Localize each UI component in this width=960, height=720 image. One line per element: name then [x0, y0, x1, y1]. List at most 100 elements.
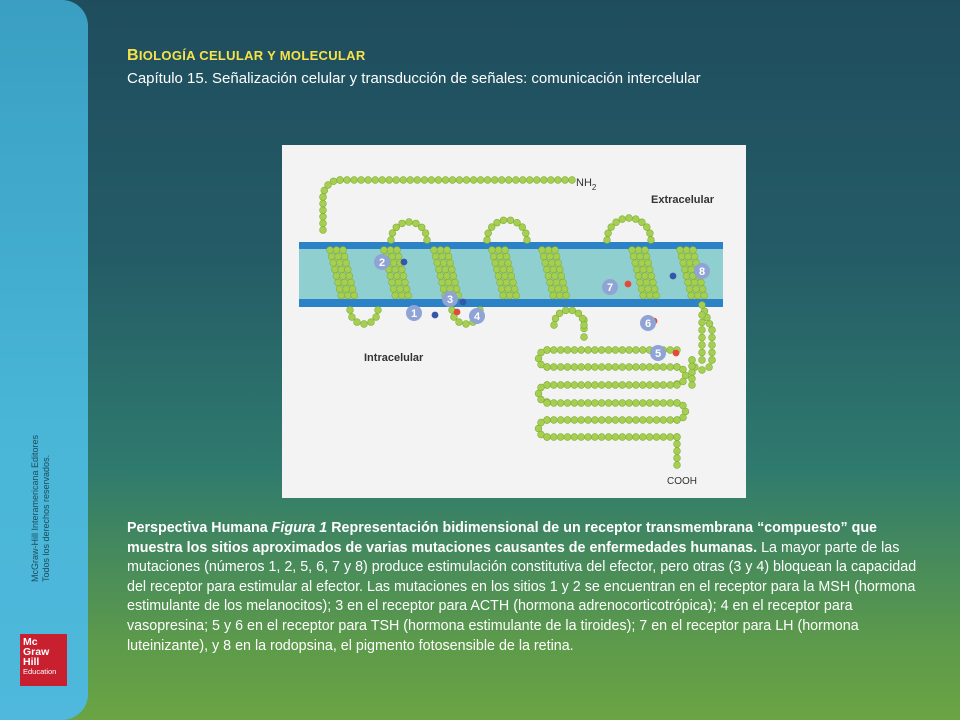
amino-acid-bead	[666, 416, 674, 424]
amino-acid-bead	[353, 318, 361, 326]
amino-acid-bead	[645, 381, 654, 389]
amino-acid-bead	[394, 278, 403, 287]
amino-acid-bead	[436, 246, 445, 254]
amino-acid-bead	[577, 433, 585, 441]
title-initial: B	[127, 47, 139, 64]
amino-acid-bead	[406, 176, 415, 184]
caption-text: La mayor parte de las mutaciones (número…	[127, 539, 917, 654]
amino-acid-bead	[652, 381, 661, 389]
amino-acid-bead	[633, 265, 641, 274]
publisher-line1: McGraw-Hill Interamericana Editores	[30, 434, 40, 582]
amino-acid-bead	[334, 252, 342, 261]
amino-acid-bead	[644, 259, 652, 267]
amino-acid-bead	[498, 259, 506, 267]
amino-acid-bead	[584, 433, 592, 441]
amino-acid-bead	[557, 272, 566, 280]
amino-acid-bead	[388, 278, 396, 287]
amino-acid-bead	[499, 291, 507, 300]
amino-acid-bead	[673, 447, 681, 455]
mutation-marker: 3	[442, 291, 458, 307]
amino-acid-bead	[550, 381, 558, 389]
amino-acid-bead	[591, 416, 599, 424]
cooh-label: COOH	[667, 476, 697, 487]
mutation-site-dot	[453, 308, 461, 316]
amino-acid-bead	[673, 433, 681, 441]
page-subtitle: Capítulo 15. Señalización celular y tran…	[127, 70, 701, 87]
amino-acid-bead	[449, 272, 458, 280]
amino-acid-bead	[386, 272, 395, 280]
amino-acid-bead	[396, 285, 404, 293]
amino-acid-bead	[340, 252, 349, 261]
amino-acid-bead	[642, 252, 651, 261]
amino-acid-bead	[342, 285, 350, 293]
amino-acid-bead	[578, 314, 587, 323]
amino-acid-bead	[506, 291, 514, 300]
amino-acid-bead	[489, 252, 498, 261]
extracelular-label: Extracelular	[651, 194, 715, 206]
caption-bold-2: Representación bidimensional de un recep…	[127, 520, 878, 556]
amino-acid-bead	[550, 416, 558, 424]
amino-acid-bead	[476, 176, 485, 184]
amino-acid-bead	[392, 176, 400, 184]
amino-acid-bead	[549, 291, 557, 300]
amino-acid-bead	[501, 246, 509, 254]
amino-acid-bead	[389, 285, 398, 293]
amino-acid-bead	[401, 278, 409, 287]
amino-acid-bead	[652, 399, 661, 407]
caption-figure-ref: Figura 1	[271, 520, 328, 536]
amino-acid-bead	[607, 223, 615, 231]
amino-acid-bead	[441, 265, 450, 274]
amino-acid-bead	[666, 381, 674, 389]
amino-acid-bead	[694, 291, 702, 300]
amino-acid-bead	[563, 381, 572, 389]
mutation-marker: 4	[469, 308, 485, 324]
amino-acid-bead	[443, 246, 451, 254]
amino-acid-bead	[559, 278, 567, 287]
amino-acid-bead	[491, 176, 499, 184]
amino-acid-bead	[659, 399, 667, 407]
amino-acid-bead	[494, 272, 503, 280]
amino-acid-bead	[512, 176, 520, 184]
amino-acid-bead	[632, 215, 640, 223]
amino-acid-bead	[659, 433, 667, 441]
amino-acid-bead	[512, 291, 520, 300]
amino-acid-bead	[659, 416, 667, 424]
amino-acid-bead	[577, 346, 585, 354]
amino-acid-bead	[544, 246, 553, 254]
amino-acid-bead	[552, 278, 561, 287]
amino-acid-bead	[688, 381, 696, 389]
amino-acid-bead	[574, 309, 583, 318]
amino-acid-bead	[423, 236, 431, 244]
logo-line: Graw	[23, 646, 50, 658]
amino-acid-bead	[639, 265, 647, 274]
amino-acid-bead	[337, 265, 345, 274]
logo-line: Hill	[23, 656, 40, 668]
amino-acid-bead	[652, 433, 661, 441]
amino-acid-bead	[687, 291, 695, 300]
amino-acid-bead	[431, 252, 440, 261]
amino-acid-bead	[550, 321, 558, 329]
amino-acid-bead	[708, 348, 716, 357]
amino-acid-bead	[625, 399, 633, 407]
amino-acid-bead	[687, 265, 695, 274]
amino-acid-bead	[641, 272, 649, 280]
amino-acid-bead	[639, 399, 647, 407]
amino-acid-bead	[604, 416, 613, 424]
amino-acid-bead	[563, 346, 572, 354]
amino-acid-bead	[543, 433, 551, 441]
amino-acid-bead	[452, 285, 461, 293]
amino-acid-bead	[491, 259, 499, 267]
mutation-number: 6	[645, 318, 651, 330]
amino-acid-bead	[451, 278, 459, 287]
amino-acid-bead	[698, 311, 706, 319]
amino-acid-bead	[334, 278, 342, 287]
amino-acid-bead	[570, 346, 579, 354]
mutation-marker-circle	[469, 308, 485, 324]
mutation-site-dot	[400, 258, 408, 266]
mutation-marker-circle	[374, 254, 390, 270]
amino-acid-bead	[642, 278, 651, 287]
amino-acid-bead	[326, 246, 334, 254]
amino-acid-bead	[345, 272, 354, 280]
amino-acid-bead	[455, 176, 464, 184]
amino-acid-bead	[548, 259, 556, 267]
